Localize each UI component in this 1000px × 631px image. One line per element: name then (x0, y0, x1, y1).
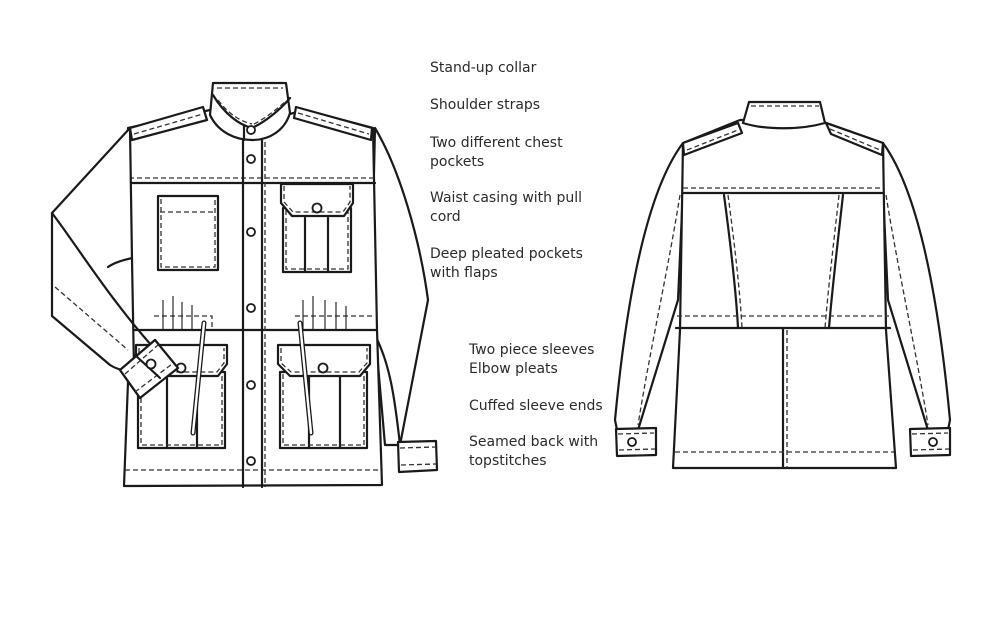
right-chest-pocket (281, 206, 353, 274)
back-view (613, 100, 952, 470)
label-chest-pockets: Two different chest pockets (430, 135, 563, 170)
front-right-sleeve (370, 126, 430, 447)
label-cuffed-sleeve-ends: Cuffed sleeve ends (469, 398, 603, 414)
label-waist-casing: Waist casing with pull cord (430, 190, 583, 225)
front-placket (241, 126, 264, 489)
label-seamed-back: Seamed back with topstitches (469, 434, 599, 469)
right-chest-pocket-flap (279, 182, 355, 218)
back-right-sleeve (881, 141, 952, 432)
back-left-sleeve (613, 141, 685, 432)
front-right-cuff (396, 439, 439, 474)
left-chest-pocket (156, 194, 220, 272)
back-body (671, 118, 898, 470)
stand-up-collar (208, 81, 292, 142)
front-left-sleeve (50, 126, 136, 372)
label-shoulder-straps: Shoulder straps (430, 97, 541, 113)
label-stand-up-collar: Stand-up collar (430, 60, 537, 76)
back-shoulder-strap-left (681, 121, 744, 157)
label-pleated-pockets: Deep pleated pockets with flaps (430, 246, 583, 281)
front-view (50, 81, 439, 489)
label-sleeves-elbow-pleats: Two piece sleeves Elbow pleats (469, 342, 595, 377)
lower-right-pocket (278, 370, 369, 450)
